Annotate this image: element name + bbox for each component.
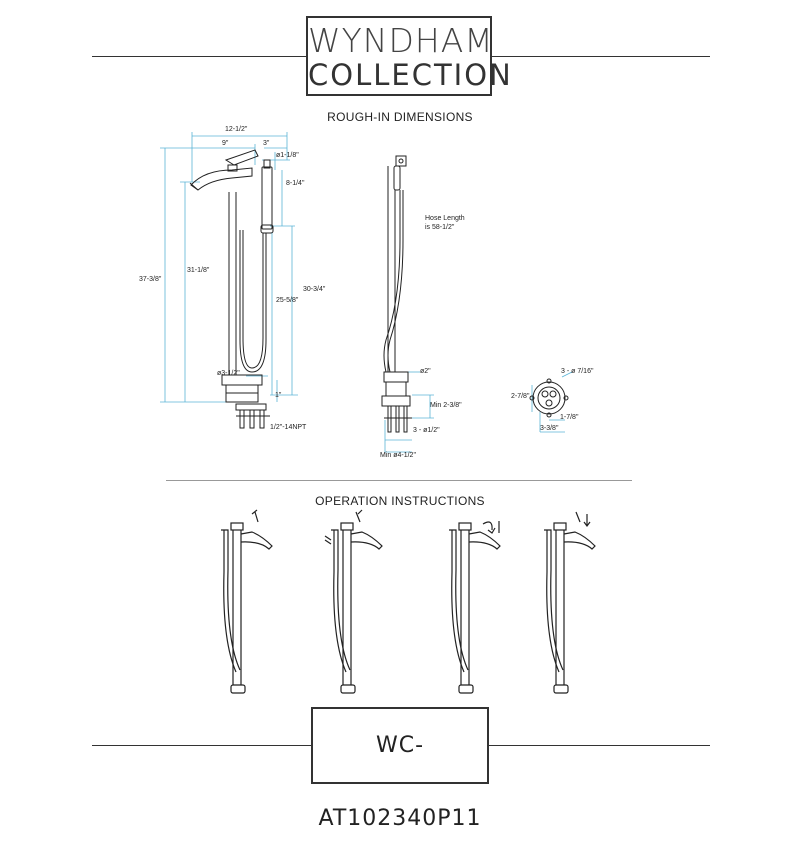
dim-width-handle: 3" — [263, 140, 270, 147]
footer-rule-left — [92, 745, 311, 746]
model-box: WC-AT102340P11 — [311, 707, 489, 831]
brand-line1: WYNDHAM — [308, 21, 494, 60]
dim-width-spout: 9" — [222, 140, 229, 147]
front-view-faucet — [189, 149, 274, 429]
hose-note-line1: Hose Length — [425, 215, 465, 222]
side-view-faucet — [381, 155, 412, 433]
rough-in-title: ROUGH-IN DIMENSIONS — [327, 110, 473, 124]
operation-step-4 — [544, 511, 596, 694]
dim-plan-width: 3-3/8" — [540, 425, 559, 432]
model-number: WC-AT102340P11 — [318, 733, 482, 831]
dim-spout-height: 31-1/8" — [187, 267, 210, 274]
dim-min-base: Min ø4-1/2" — [380, 452, 416, 459]
operation-step-2 — [324, 509, 383, 694]
header-rule-left — [92, 56, 306, 57]
dim-base-offset: 1" — [275, 392, 282, 399]
rough-in-drawing — [160, 132, 596, 694]
dim-inlets: 3 - ø1/2" — [413, 427, 440, 434]
footer-rule-right — [489, 745, 710, 746]
dim-holder-height: 30-3/4" — [303, 286, 326, 293]
brand-logo: WYNDHAM COLLECTION — [306, 16, 513, 96]
header-rule-right — [492, 56, 710, 57]
dim-base-diameter: ø3-1/2" — [217, 370, 240, 377]
hose-note-line2: is 58-1/2" — [425, 224, 455, 231]
dim-plan-height: 2-7/8" — [511, 393, 530, 400]
dim-cradle-height: 25-5/8" — [276, 297, 299, 304]
operation-step-1 — [221, 509, 273, 694]
dim-plan-offset: 1-7/8" — [560, 414, 579, 421]
dim-handshower-length: 8-1/4" — [286, 180, 305, 187]
section-divider — [166, 480, 632, 481]
operation-step-3 — [449, 521, 501, 694]
brand-line2: COLLECTION — [308, 58, 513, 92]
dim-pipe-diameter: ø2" — [420, 368, 431, 375]
dim-holes: 3 - ø 7/16" — [561, 368, 594, 375]
dim-connection: 1/2"-14NPT — [270, 424, 307, 431]
operation-title: OPERATION INSTRUCTIONS — [315, 494, 485, 508]
dim-handshower-diameter: ø1-1/8" — [276, 152, 299, 159]
dim-min-depth: Min 2-3/8" — [430, 402, 462, 409]
dim-overall-height: 37-3/8" — [139, 276, 162, 283]
plan-view — [529, 378, 569, 418]
dimension-lines — [160, 132, 573, 453]
dim-width-total: 12-1/2" — [225, 126, 248, 133]
